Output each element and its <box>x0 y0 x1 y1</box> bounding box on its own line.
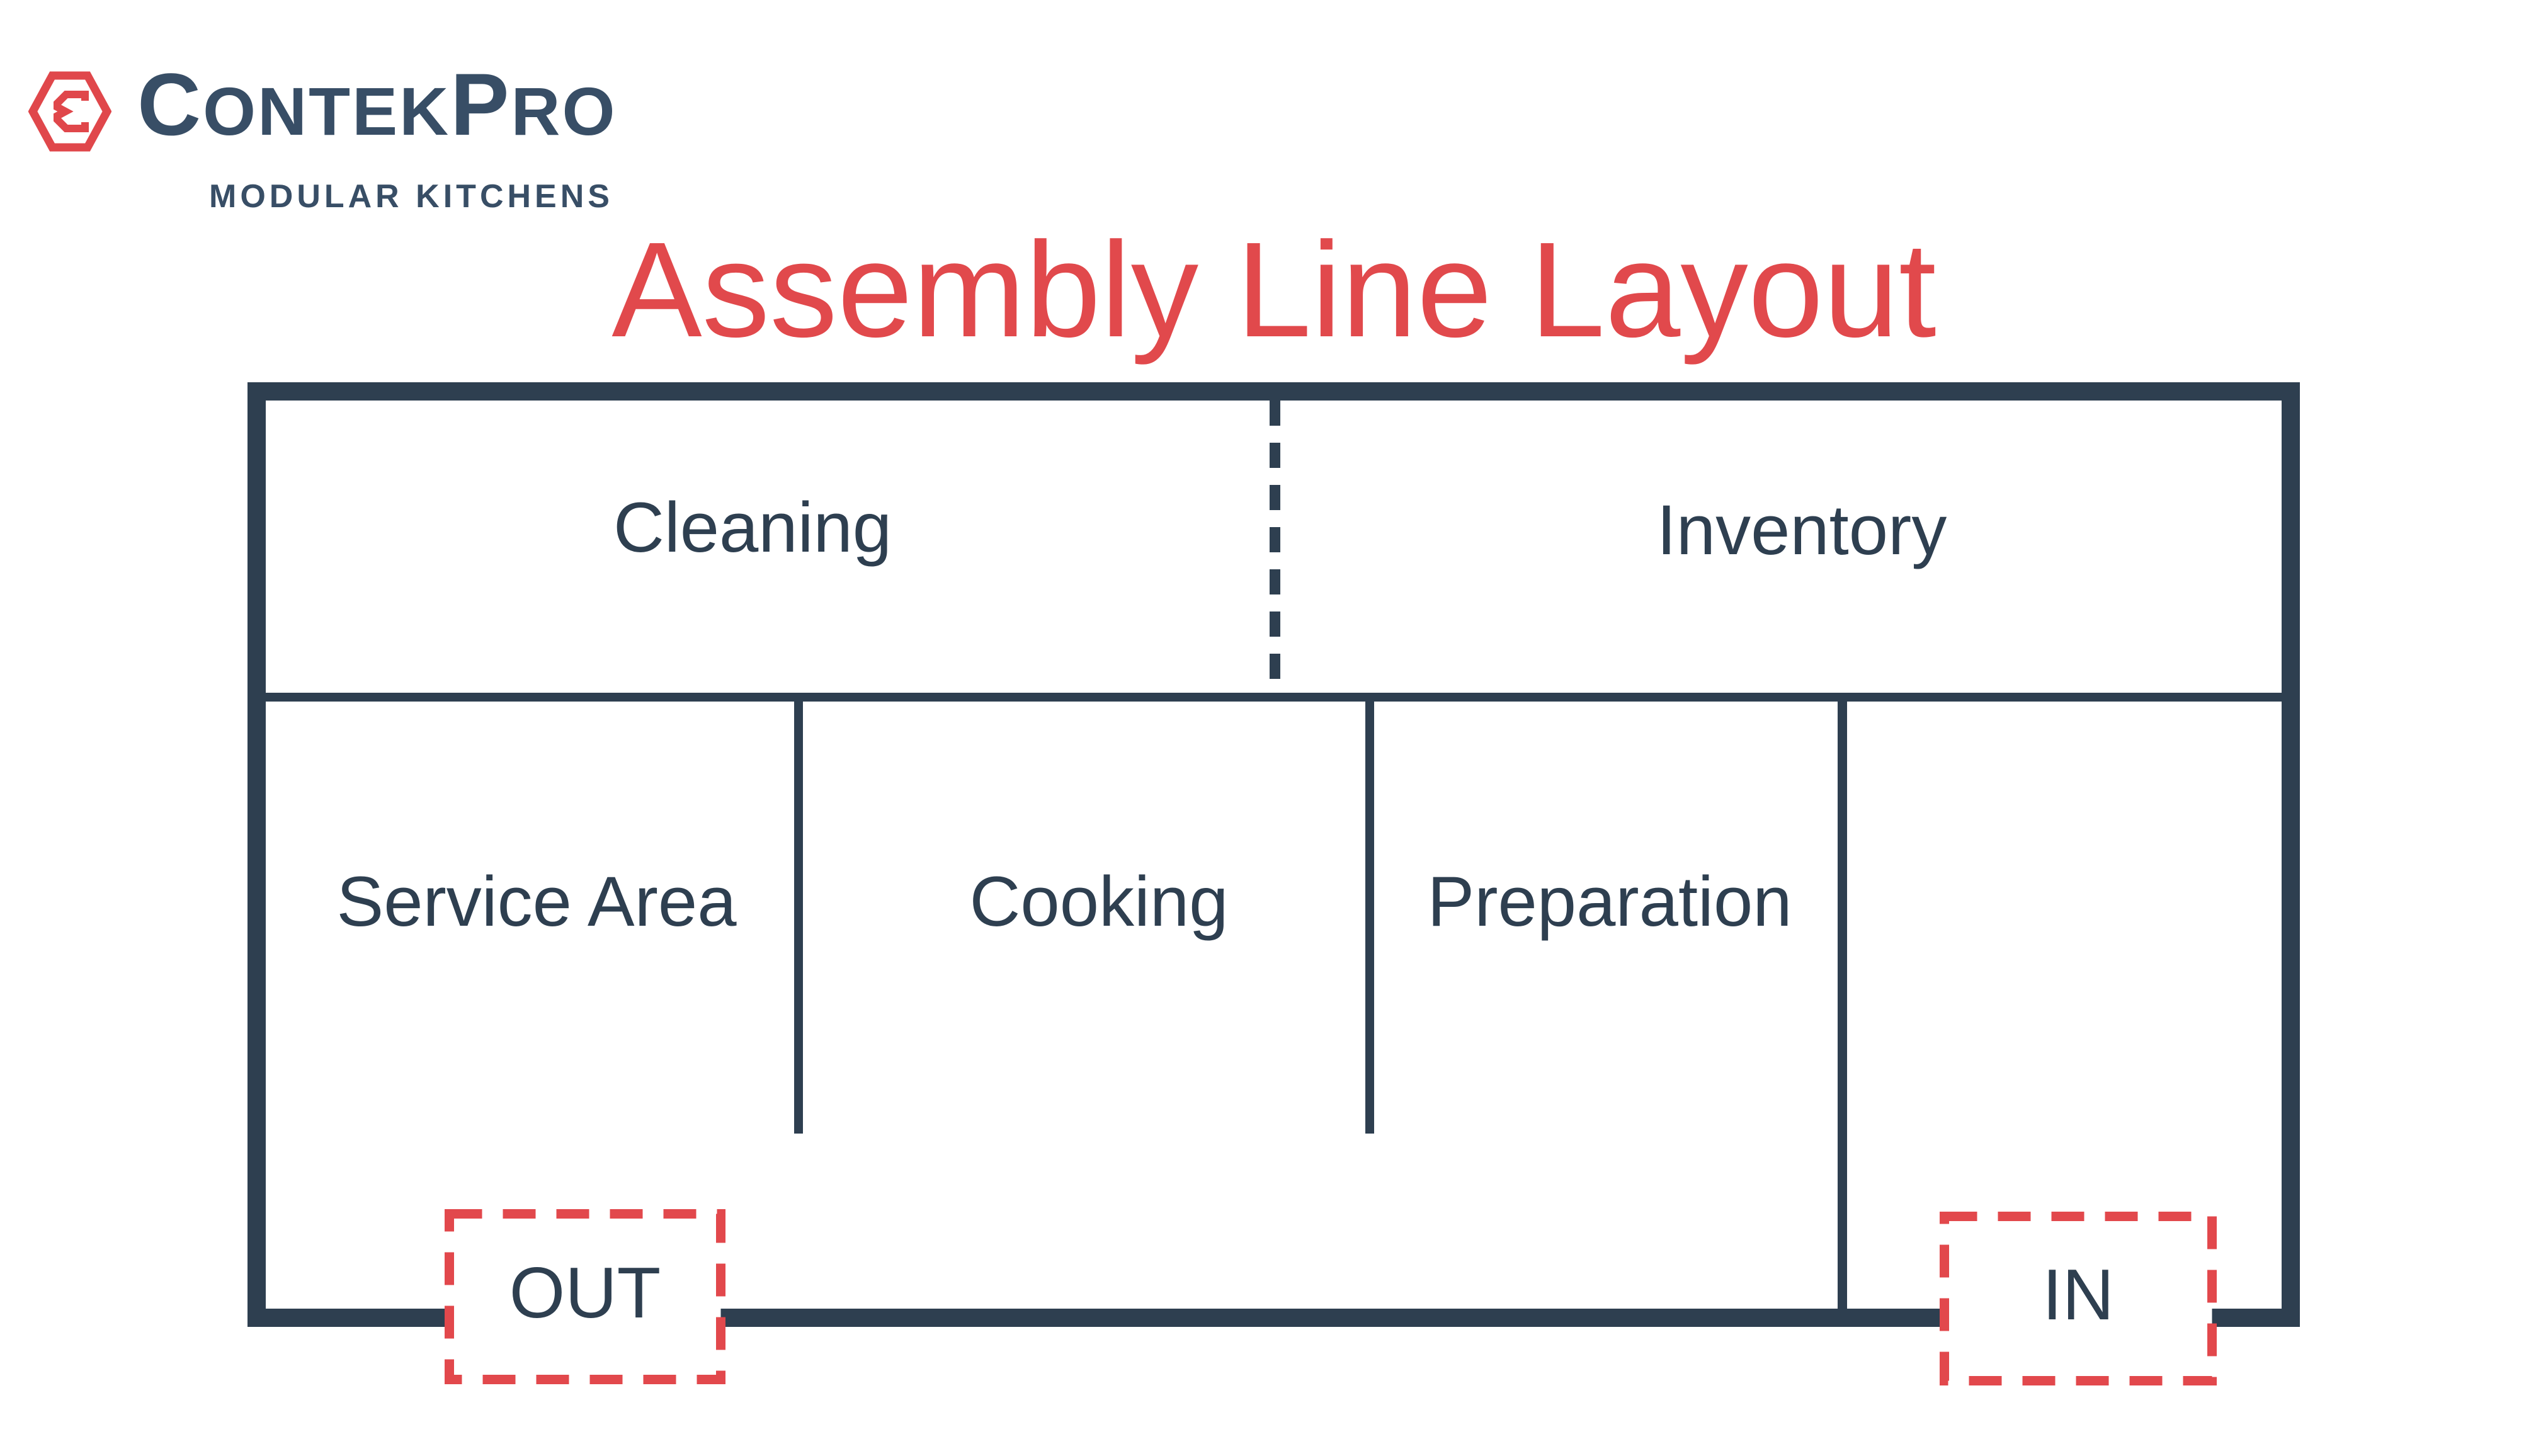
room-label-cooking: Cooking <box>969 862 1229 941</box>
wall-cooking-preparation <box>1365 702 1374 1134</box>
page-title: Assembly Line Layout <box>611 213 1937 365</box>
out-marker-label: OUT <box>509 1253 661 1333</box>
out-marker: OUT <box>445 1209 725 1384</box>
in-marker-label: IN <box>2042 1255 2114 1335</box>
brand-wordmark-lead1: C <box>137 55 203 154</box>
wall-service-cooking <box>794 702 803 1134</box>
out-marker-dashed-border <box>445 1209 725 1384</box>
in-marker-dashed-border <box>1940 1212 2217 1385</box>
wall-dashed-cleaning-inventory <box>1270 401 1280 693</box>
brand-wordmark-lead2: P <box>450 55 511 154</box>
brand-wordmark-body2: RO <box>511 73 617 149</box>
in-marker: IN <box>1940 1212 2217 1385</box>
brand-wordmark-body1: ONTEK <box>203 73 451 149</box>
room-label-cleaning: Cleaning <box>613 488 892 567</box>
room-label-preparation: Preparation <box>1427 862 1792 941</box>
hexagon-c-logo-icon <box>28 69 112 154</box>
room-label-service-area: Service Area <box>336 862 737 941</box>
brand-tagline: MODULAR KITCHENS <box>209 178 613 215</box>
wall-preparation-right <box>1838 702 1847 1309</box>
wall-horizontal-divider <box>266 693 2282 702</box>
room-label-inventory: Inventory <box>1656 491 1947 569</box>
